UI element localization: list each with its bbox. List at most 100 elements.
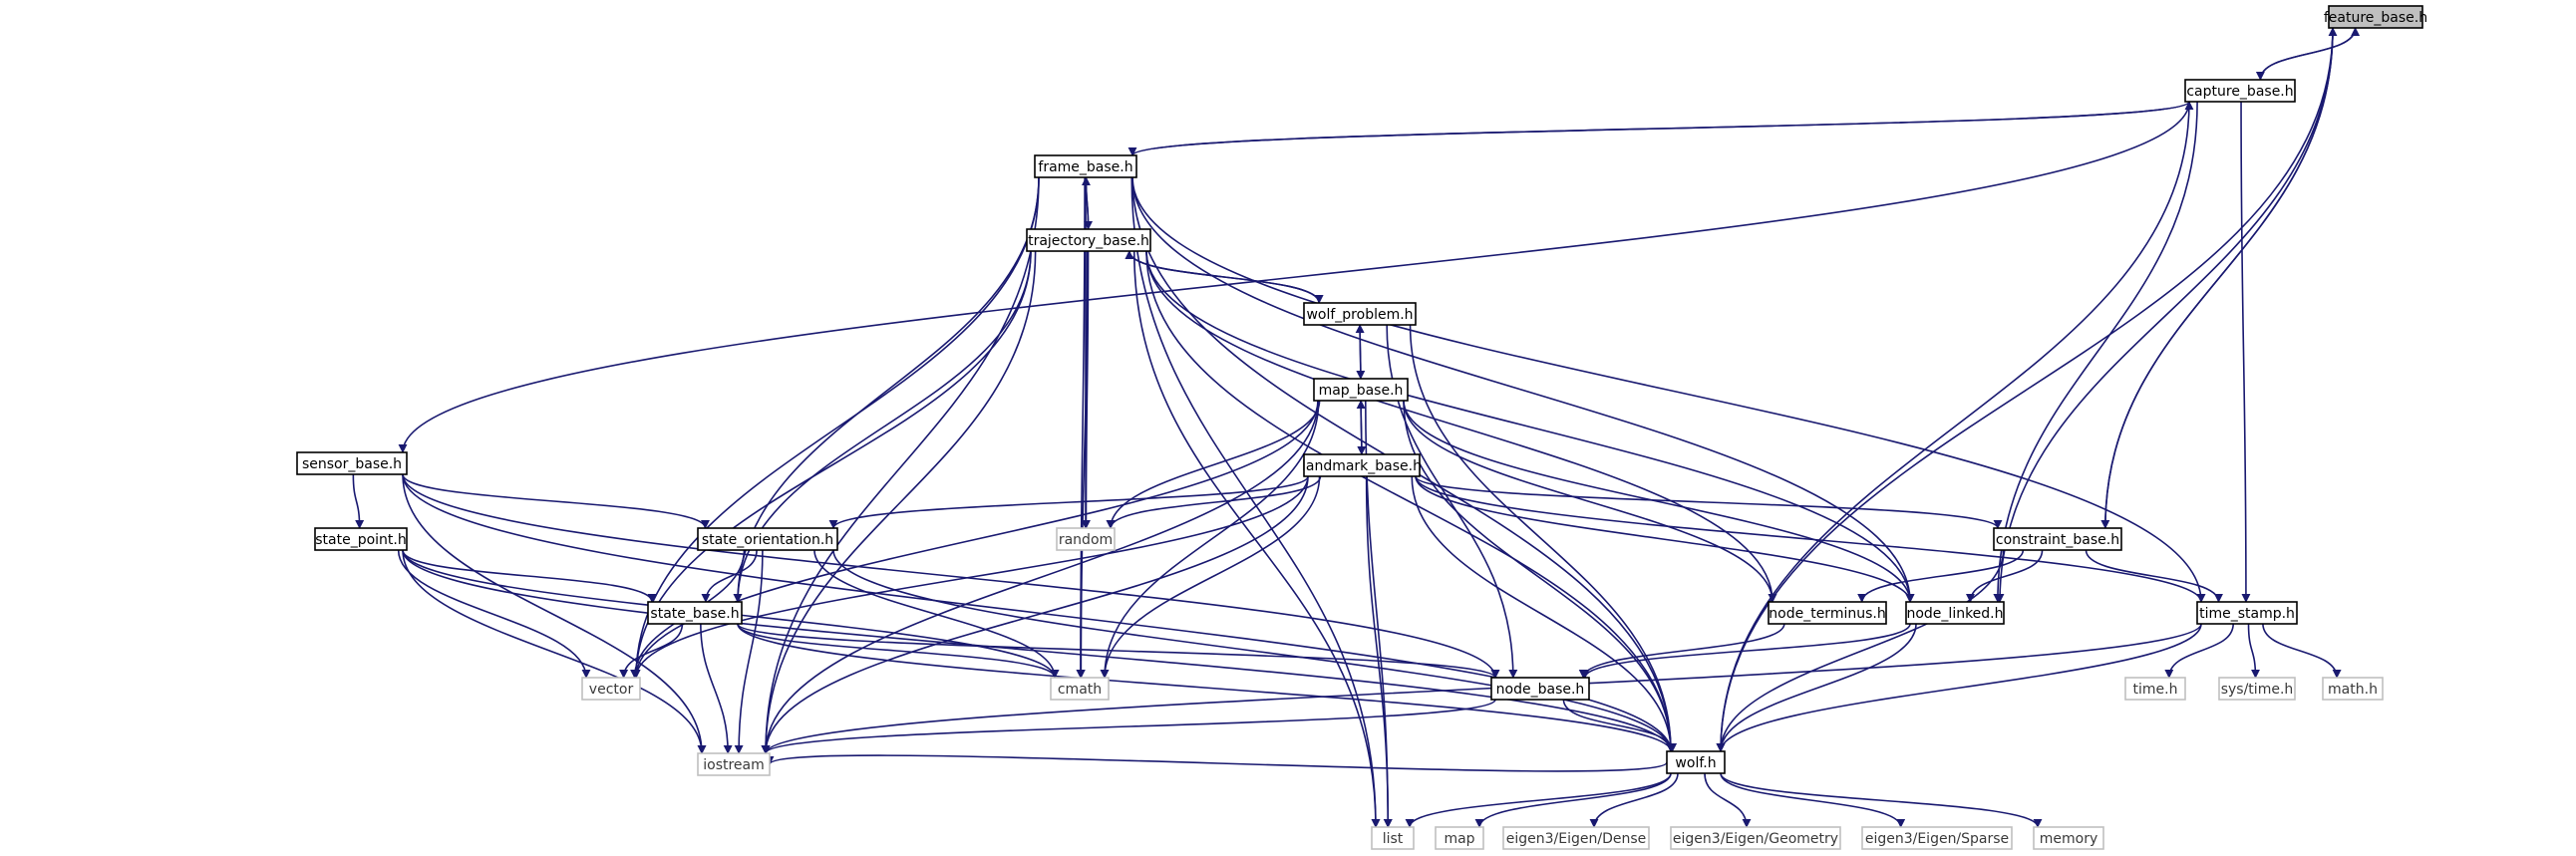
node-node-base[interactable]: node_base.h [1490, 677, 1590, 701]
edge-capture-base-to-feature-base [2259, 27, 2361, 81]
node-label: vector [589, 682, 634, 698]
edge-state-point-to-wolf [402, 549, 1676, 752]
node-label: cmath [1058, 682, 1102, 698]
edge-feature-base-to-wolf [1716, 27, 2334, 752]
edge-wolf-to-list [1405, 772, 1672, 828]
node-sys-time: sys/time.h [2218, 677, 2296, 701]
edge-trajectory-base-to-node-terminus [1145, 250, 1777, 603]
node-label: eigen3/Eigen/Geometry [1673, 831, 1838, 847]
node-box [2218, 677, 2296, 701]
edge-time-stamp-to-wolf [1716, 623, 2202, 752]
node-state-orientation[interactable]: state_orientation.h [697, 527, 838, 551]
node-trajectory-base[interactable]: trajectory_base.h [1026, 228, 1151, 252]
node-label: eigen3/Eigen/Dense [1506, 831, 1647, 847]
edge-state-point-to-iostream [402, 549, 707, 754]
node-box [2033, 826, 2104, 850]
node-box [1490, 677, 1590, 701]
node-box [2124, 677, 2186, 701]
node-label: wolf.h [1675, 755, 1716, 771]
edge-landmark-base-to-cmath [1100, 475, 1321, 679]
node-label: constraint_base.h [1996, 532, 2119, 548]
node-box [581, 677, 641, 701]
node-state-point[interactable]: state_point.h [314, 527, 408, 551]
node-map: map [1435, 826, 1484, 850]
edge-constraint-base-to-feature-base [2104, 27, 2338, 529]
edge-state-base-to-wolf [737, 623, 1676, 752]
node-label: memory [2040, 831, 2098, 847]
edge-map-base-to-wolf-problem [1355, 324, 1365, 380]
node-label: capture_base.h [2186, 84, 2293, 100]
node-label: node_terminus.h [1769, 606, 1885, 622]
edge-frame-base-to-vector [631, 176, 1040, 679]
node-label: eigen3/Eigen/Sparse [1865, 831, 2009, 847]
node-constraint-base[interactable]: constraint_base.h [1993, 527, 2122, 551]
edge-landmark-base-to-map-base [1356, 400, 1366, 455]
node-box [1034, 154, 1137, 178]
edge-state-orientation-to-iostream [734, 549, 764, 754]
node-landmark-base[interactable]: landmark_base.h [1302, 453, 1422, 477]
edge-node-base-to-wolf [1562, 699, 1678, 752]
edge-wolf-problem-to-trajectory-base [1125, 250, 1320, 304]
node-time-stamp[interactable]: time_stamp.h [2196, 601, 2298, 625]
edge-time-stamp-to-sys-time [2247, 623, 2260, 679]
edge-state-orientation-to-state-base [701, 549, 758, 603]
node-box [1056, 527, 1116, 551]
node-box [647, 601, 743, 625]
node-label: frame_base.h [1038, 159, 1132, 175]
node-box [1026, 228, 1151, 252]
node-box [1303, 453, 1421, 477]
edge-landmark-base-to-wolf [1411, 475, 1676, 752]
node-wolf-problem[interactable]: wolf_problem.h [1303, 302, 1417, 326]
edge-wolf-to-iostream [765, 754, 1668, 772]
node-node-terminus[interactable]: node_terminus.h [1768, 601, 1887, 625]
node-layer: feature_base.h capture_base.h frame_base.h… [296, 5, 2427, 850]
node-label: sys/time.h [2221, 682, 2294, 698]
node-label: feature_base.h [2324, 10, 2427, 26]
node-random: random [1056, 527, 1116, 551]
edge-constraint-base-to-node-terminus [1857, 549, 2025, 603]
node-label: sensor_base.h [302, 456, 402, 472]
edge-landmark-base-to-iostream [761, 475, 1309, 754]
edge-constraint-base-to-time-stamp [2085, 549, 2223, 603]
edge-state-point-to-state-base [402, 549, 657, 603]
node-capture-base[interactable]: capture_base.h [2184, 79, 2296, 103]
edge-node-terminus-to-node-base [1578, 623, 1785, 679]
edge-wolf-problem-to-wolf [1409, 324, 1676, 752]
node-label: state_base.h [650, 606, 739, 622]
edge-trajectory-base-to-node-linked [1145, 250, 1915, 603]
node-sensor-base[interactable]: sensor_base.h [296, 451, 408, 475]
edge-state-base-to-iostream [700, 623, 733, 754]
node-frame-base[interactable]: frame_base.h [1034, 154, 1137, 178]
node-label: landmark_base.h [1302, 458, 1422, 474]
edge-sensor-base-to-state-point [352, 473, 365, 529]
edge-node-linked-to-node-base [1580, 623, 1911, 679]
edge-map-base-to-iostream [761, 400, 1319, 754]
node-state-base[interactable]: state_base.h [647, 601, 743, 625]
edge-map-base-to-random [1106, 400, 1321, 529]
node-map-base[interactable]: map_base.h [1313, 378, 1409, 402]
edge-wolf-to-eigen-dense [1589, 772, 1679, 828]
edge-landmark-base-to-state-orientation [828, 475, 1309, 529]
edge-constraint-base-to-node-linked [1965, 549, 2044, 603]
node-time: time.h [2124, 677, 2186, 701]
node-box [1435, 826, 1484, 850]
edge-map-base-to-cmath [1100, 400, 1320, 679]
node-label: iostream [703, 757, 765, 773]
node-vector: vector [581, 677, 641, 701]
node-box [1371, 826, 1415, 850]
node-memory: memory [2033, 826, 2104, 850]
node-box [697, 752, 771, 776]
edge-sensor-base-to-iostream [402, 473, 707, 754]
edge-landmark-base-to-random [1106, 475, 1322, 529]
edge-trajectory-base-to-random [1081, 250, 1091, 529]
edge-node-linked-to-wolf [1716, 623, 1917, 752]
node-wolf[interactable]: wolf.h [1666, 750, 1726, 774]
node-box [1313, 378, 1409, 402]
node-label: math.h [2328, 682, 2378, 698]
node-label: list [1383, 831, 1404, 847]
edge-frame-base-to-node-linked [1131, 176, 1915, 603]
node-node-linked[interactable]: node_linked.h [1905, 601, 2005, 625]
node-list: list [1371, 826, 1415, 850]
node-feature-base[interactable]: feature_base.h [2324, 5, 2427, 29]
edge-sensor-base-to-wolf [402, 473, 1676, 752]
